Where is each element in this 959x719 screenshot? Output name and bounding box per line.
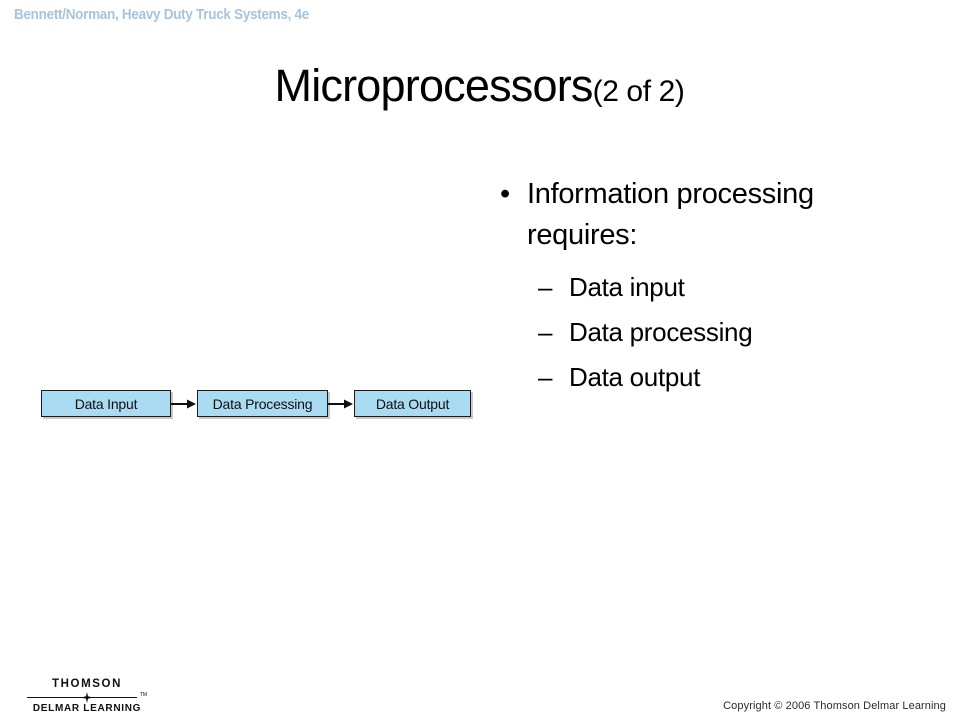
bullet-level2-label: Data input [569, 272, 685, 302]
bullet-level2-item-data-output: – Data output [538, 355, 927, 400]
bullet-level2-label: Data output [569, 362, 701, 392]
dash-marker-icon: – [538, 272, 553, 302]
slide-header-text: Bennett/Norman, Heavy Duty Truck Systems… [14, 7, 309, 23]
bullet-level1-label: Information processing requires: [527, 178, 814, 251]
flow-arrow-icon [328, 399, 353, 408]
flow-node-data-processing: Data Processing [197, 390, 328, 417]
flow-arrow-icon [171, 399, 196, 408]
page-title-main: Microprocessors [274, 60, 594, 111]
page-title-suffix: (2 of 2) [592, 75, 685, 108]
logo-brand-delmar-learning: DELMAR LEARNING [32, 703, 142, 714]
bullet-level2-label: Data processing [569, 317, 753, 347]
data-flow-diagram: Data Input Data Processing Data Output [41, 390, 471, 417]
bullet-level2-item-data-processing: – Data processing [538, 310, 927, 355]
bullet-list: • Information processing requires: – Dat… [497, 174, 927, 400]
dash-marker-icon: – [538, 362, 553, 392]
flow-node-data-output: Data Output [354, 390, 471, 417]
bullet-level1-item: • Information processing requires: [497, 174, 927, 256]
bullet-dot-icon: • [500, 178, 510, 210]
dash-marker-icon: – [538, 317, 553, 347]
bullet-level2-item-data-input: – Data input [538, 265, 927, 310]
page-title: Microprocessors(2 of 2) [0, 60, 959, 112]
star-burst-icon [81, 692, 93, 703]
flow-node-data-input: Data Input [41, 390, 171, 417]
logo-divider: TM [27, 692, 147, 703]
bullet-sublist: – Data input – Data processing – Data ou… [497, 265, 927, 400]
copyright-notice: Copyright © 2006 Thomson Delmar Learning [723, 700, 946, 712]
trademark-mark: TM [139, 692, 147, 698]
logo-brand-thomson: THOMSON [52, 678, 122, 690]
publisher-logo: THOMSON TM DELMAR LEARNING [27, 678, 147, 715]
